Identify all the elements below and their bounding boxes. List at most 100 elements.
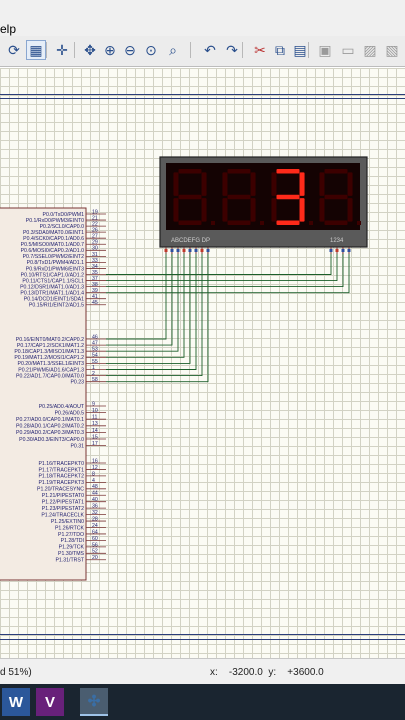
display-pin-marker [206,249,210,252]
toolbar-separator [308,42,309,58]
y-value: +3600.0 [287,667,324,678]
mcu-body [0,207,87,581]
mcu-pin-label: P1.31/TRST [55,558,84,564]
sheet-border-top-inner [0,98,405,99]
menu-help[interactable]: elp [0,22,17,36]
block-copy-icon[interactable]: ▣ [318,41,332,58]
mcu-pin-number: 29 [92,240,98,246]
toolbar-separator [190,42,191,58]
mcu-pin-label: P0.3/SDA0/MAT0.0/EINT1 [23,230,84,236]
mcu-pin-label: P0.14/DCD1/EINT1/SDA1 [24,297,84,303]
mcu-pin-number: 21 [92,215,98,221]
toolbar: ⟳ ▦ ✛ ✥ ⊕ ⊖ ⊙ ⌕ ↶ ↷ ✂ ⧉ ▤ ▣ ▭ ▨ ▧ [0,36,405,67]
toolbar-separator [74,42,75,58]
mcu-pin-number: 53 [92,347,98,353]
block-move-icon[interactable]: ▭ [341,41,355,58]
wire-segment-6 [106,254,197,370]
mcu-pin-label: P0.12/DSR1/MAT1.0/AD1.3 [20,284,84,290]
mcu-pin-number: 47 [92,341,98,347]
mcu-pin-number: 13 [92,421,98,427]
mcu-pin-label: P1.25/EXTIN0 [51,519,84,525]
block-rotate-icon[interactable]: ▨ [363,41,377,58]
mcu-pin-number: 41 [92,294,98,300]
digit1-segment-b [201,172,207,196]
word-app-icon[interactable]: W [2,688,30,716]
wire-segment-8 [106,254,209,383]
mcu-pin-label: P0.27/AD0.0/CAP0.1/MAT0.1 [16,417,84,423]
mcu-pin-label: P0.15/RI1/EINT2/AD1.5 [29,303,84,309]
digit2-segment-e [222,198,228,222]
display-pin-marker [335,249,339,252]
pan-icon[interactable]: ✥ [84,41,96,58]
paste-icon[interactable]: ▤ [293,41,307,58]
mcu-pin-number: 24 [92,523,98,529]
mcu-pin-label: P0.25/AD0.4/AOUT [39,404,85,410]
zoom-in-icon[interactable]: ⊕ [104,41,116,58]
digit3-segment-c [299,198,305,222]
mcu-pin-label: P0.16/EINT0/MAT0.2/CAP0.2 [16,337,84,343]
mcu-pin-number: 26 [92,228,98,234]
mcu-pin-number: 17 [92,441,98,447]
copy-icon[interactable]: ⧉ [275,41,285,58]
display-pin-marker [329,249,333,252]
digit1-segment-c [201,198,207,222]
zoom-area-icon[interactable]: ⌕ [169,41,177,58]
mcu-pin-label: P0.23 [70,380,84,386]
y-label: y: [268,667,277,678]
mcu-pin-label: P0.13/DTR1/MAT1.1/AD1.4 [20,290,84,296]
mcu-pin-label: P0.28/AD0.1/CAP0.2/MAT0.2 [16,424,84,430]
undo-icon[interactable]: ↶ [204,41,216,58]
mcu-pin-number: 1 [92,365,95,371]
refresh-icon[interactable]: ⟳ [8,41,20,58]
mcu-pin-label: P0.1/RxD0/PWM3/EINT0 [26,218,84,224]
mcu-pin-label: P0.0/TxD0/PWM1 [42,212,84,218]
digit2-segment-d [227,220,251,225]
cut-icon[interactable]: ✂ [254,41,266,58]
mcu-pin-label: P0.9/RxD1/PWM6/EINT3 [26,266,84,272]
mcu-pin-label: P1.21/PIPESTAT0 [42,493,84,499]
sheet-border-top [0,94,405,95]
block-delete-icon[interactable]: ▧ [385,41,399,58]
digit3-segment-e [271,198,277,222]
wire-segment-1 [106,254,167,340]
digit1-segment-d [178,220,202,225]
x-label: x: [210,667,218,678]
mcu-pin-label: P0.4/SCK0/CAP0.1/AD0.6 [23,236,84,242]
digit1-segment-a [178,169,202,174]
menu-bar: elp [0,0,405,36]
mcu-pin-number: 33 [92,258,98,264]
zoom-out-icon[interactable]: ⊖ [124,41,136,58]
wire-segment-5 [106,254,191,364]
digit4-segment-c [347,198,353,222]
mcu-pin-number: 55 [92,359,98,365]
mcu-pin-number: 45 [92,300,98,306]
mcu-pin-label: P1.24/TRACECLK [41,512,84,518]
origin-icon[interactable]: ✛ [56,41,68,58]
mcu-pin-label: P1.19/TRACEPKT3 [38,480,84,486]
digit3-segment-a [276,169,300,174]
digit1-segment-f [173,172,179,196]
mcu-pin-number: 14 [92,428,98,434]
mcu-pin-number: 52 [92,549,98,555]
redo-icon[interactable]: ↷ [226,41,238,58]
proteus-app-icon[interactable]: ✣ [80,688,108,716]
mcu-pin-label: P1.27/TDO [58,532,84,538]
mcu-pin-number: 64 [92,529,98,535]
mcu-pin-number: 16 [92,458,98,464]
x-value: -3200.0 [228,667,263,678]
sheet-border-bottom-inner [0,639,405,640]
display-pin-marker [194,249,198,252]
mcu-pin-number: 22 [92,222,98,228]
mcu-pin-number: 8 [92,471,95,477]
mcu-pin-label: P1.18/TRACEPKT2 [38,474,84,480]
digit3-segment-g [276,194,300,200]
mcu-pin-label: P0.8/TxD1/PWM4/AD1.1 [27,260,84,266]
display-pin-marker [200,249,204,252]
grid-toggle-icon[interactable]: ▦ [26,40,46,60]
zoom-all-icon[interactable]: ⊙ [145,41,157,58]
mcu-pin-number: 48 [92,484,98,490]
visual-studio-app-icon[interactable]: V [36,688,64,716]
mcu-pin-number: 31 [92,252,98,258]
mcu-pin-number: 36 [92,504,98,510]
